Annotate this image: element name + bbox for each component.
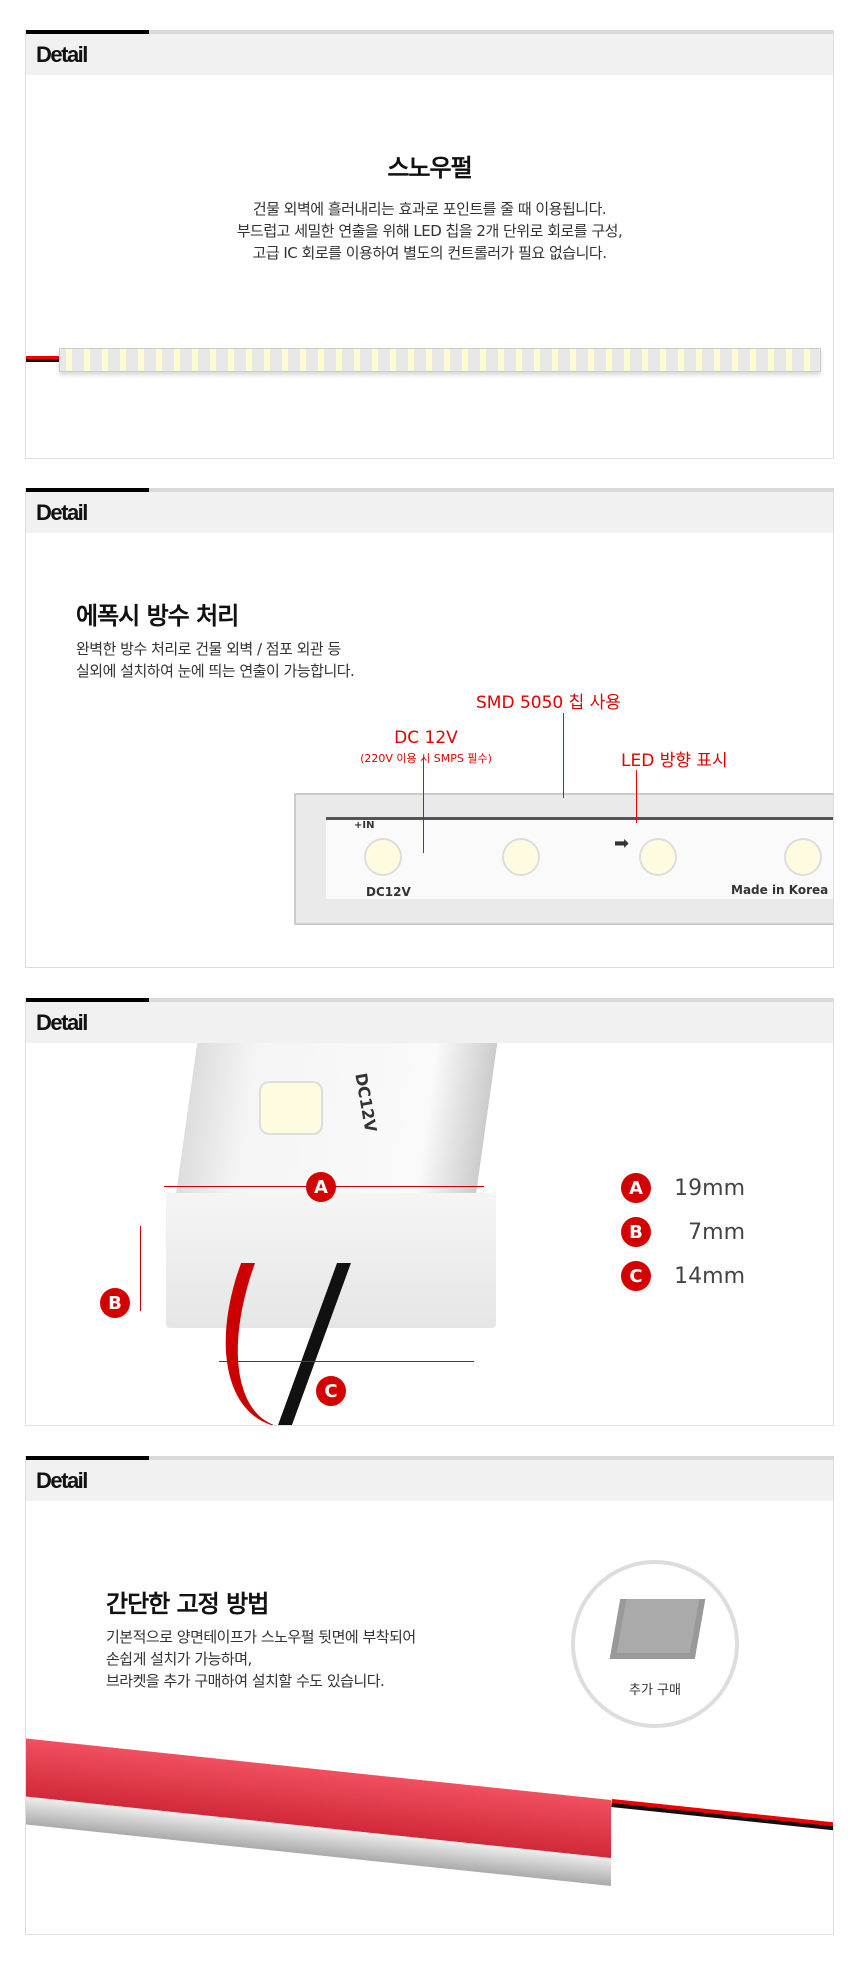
header-label: Detail	[36, 42, 88, 67]
desc-line: 부드럽고 세밀한 연출을 위해 LED 칩을 2개 단위로 회로를 구성,	[236, 222, 623, 240]
header-bar	[26, 998, 833, 1002]
marker-b: B	[100, 1288, 130, 1318]
detail-section-3: Detail DC12V A B C A 19mm B 7mm C 14mm	[25, 998, 834, 1426]
section-title: 에폭시 방수 처리	[76, 602, 239, 630]
desc-line: 완벽한 방수 처리로 건물 외벽 / 점포 외관 등	[76, 640, 341, 658]
bracket-image: 추가 구매	[571, 1560, 739, 1728]
led-strip-image	[59, 348, 821, 372]
header-bar	[26, 488, 833, 492]
desc-line: 손쉽게 설치가 가능하며,	[106, 1650, 252, 1668]
pcb-made-text: Made in Korea	[731, 883, 829, 897]
callout-direction: LED 방향 표시	[621, 751, 728, 771]
callout-smd: SMD 5050 칩 사용	[476, 693, 621, 713]
desc-line: 기본적으로 양면테이프가 스노우펄 뒷면에 부착되어	[106, 1628, 416, 1646]
pcb-in-text: +IN	[354, 820, 375, 831]
dim-b: B 7mm	[621, 1217, 745, 1247]
pcb-closeup-image: +IN DC12V Made in Korea ➡	[294, 793, 833, 925]
dim-c: C 14mm	[621, 1261, 745, 1291]
dim-a: A 19mm	[621, 1173, 745, 1203]
arrow-icon: ➡	[614, 833, 630, 854]
desc-line: 건물 외벽에 흘러내리는 효과로 포인트를 줄 때 이용됩니다.	[252, 200, 607, 218]
section-title: 간단한 고정 방법	[106, 1590, 269, 1618]
section-header: Detail	[26, 34, 833, 75]
detail-section-4: Detail 간단한 고정 방법 기본적으로 양면테이프가 스노우펄 뒷면에 부…	[25, 1456, 834, 1935]
desc-line: 고급 IC 회로를 이용하여 별도의 컨트롤러가 필요 없습니다.	[252, 244, 607, 262]
header-bar	[26, 1456, 833, 1460]
dim-key: B	[621, 1217, 651, 1247]
callout-dc: DC 12V	[394, 728, 458, 748]
section-header: Detail	[26, 1002, 833, 1043]
marker-a: A	[306, 1172, 336, 1202]
pcb-dc-text: DC12V	[366, 885, 411, 899]
dim-value: 14mm	[674, 1263, 745, 1289]
section-title: 스노우펄	[387, 154, 472, 182]
detail-section-1: Detail 스노우펄 건물 외벽에 흘러내리는 효과로 포인트를 줄 때 이용…	[25, 30, 834, 459]
desc-line: 실외에 설치하여 눈에 띄는 연출이 가능합니다.	[76, 662, 355, 680]
dim-value: 7mm	[688, 1219, 745, 1245]
dim-key: A	[621, 1173, 651, 1203]
marker-c: C	[316, 1376, 346, 1406]
desc-line: 브라켓을 추가 구매하여 설치할 수도 있습니다.	[106, 1672, 385, 1690]
dim-key: C	[621, 1261, 651, 1291]
section-desc: 완벽한 방수 처리로 건물 외벽 / 점포 외관 등 실외에 설치하여 눈에 띄…	[76, 638, 355, 682]
detail-section-2: Detail 에폭시 방수 처리 완벽한 방수 처리로 건물 외벽 / 점포 외…	[25, 488, 834, 968]
red-wire	[26, 356, 61, 362]
bracket-label: 추가 구매	[629, 1683, 681, 1698]
end-cap-image: DC12V	[156, 1043, 501, 1425]
header-label: Detail	[36, 1468, 88, 1493]
header-label: Detail	[36, 500, 88, 525]
section-desc: 건물 외벽에 흘러내리는 효과로 포인트를 줄 때 이용됩니다. 부드럽고 세밀…	[26, 198, 833, 264]
header-label: Detail	[36, 1010, 88, 1035]
header-bar	[26, 30, 833, 34]
dim-value: 19mm	[674, 1175, 745, 1201]
cable	[611, 1799, 833, 1831]
section-header: Detail	[26, 1460, 833, 1501]
callout-dc-note: (220V 이용 시 SMPS 필수)	[360, 752, 492, 765]
section-desc: 기본적으로 양면테이프가 스노우펄 뒷면에 부착되어 손쉽게 설치가 가능하며,…	[106, 1626, 416, 1692]
section-header: Detail	[26, 492, 833, 533]
dimension-list: A 19mm B 7mm C 14mm	[621, 1173, 745, 1291]
